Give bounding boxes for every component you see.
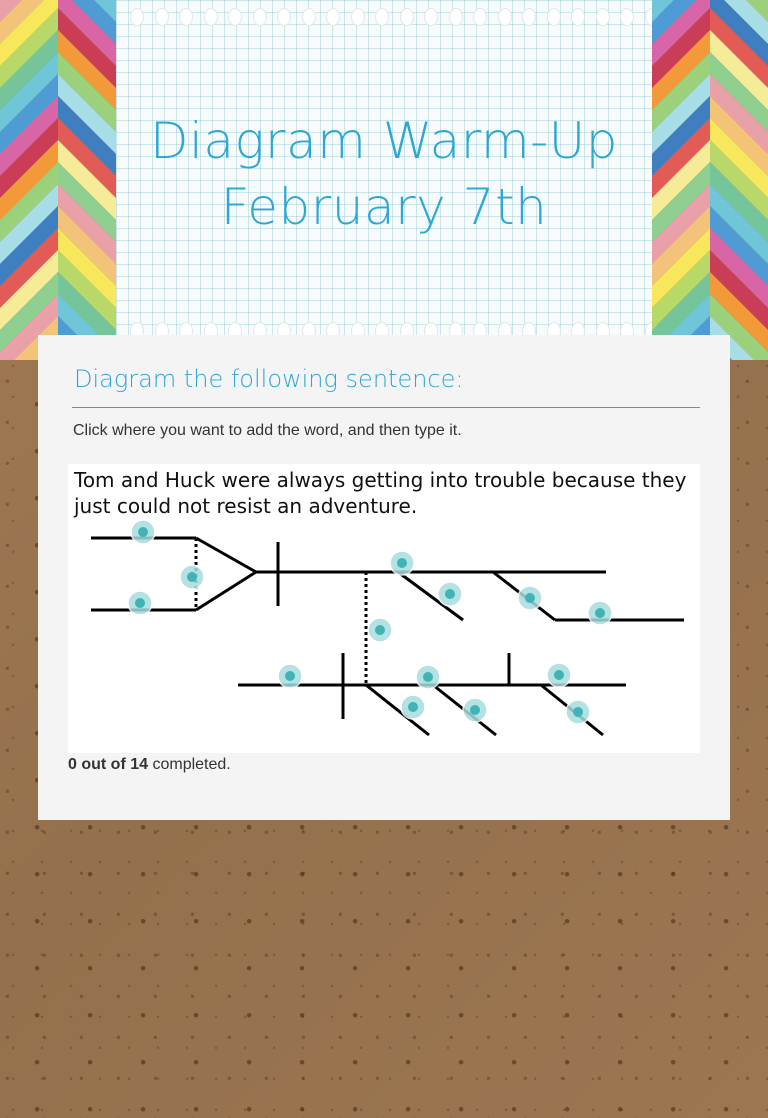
word-slot-14[interactable] [565, 699, 591, 725]
page-header: Diagram Warm-Up February 7th [0, 0, 768, 360]
notebook-hole [350, 8, 365, 26]
subject-fork-bottom [195, 570, 257, 612]
right-chevron-pattern [652, 0, 768, 360]
diagram-workspace: Tom and Huck were always getting into tr… [68, 464, 700, 753]
activity-instruction: Click where you want to add the word, an… [73, 422, 462, 439]
notebook-hole [473, 8, 487, 26]
notebook-hole [203, 8, 218, 26]
notebook-hole [571, 8, 585, 26]
notebook-hole [154, 8, 169, 26]
word-slot-5[interactable] [437, 581, 463, 607]
notebook-hole [620, 8, 634, 26]
notebook-hole [399, 8, 414, 26]
page-title-line2: February 7th [220, 178, 548, 236]
progress-count: 0 out of 14 [68, 756, 149, 773]
word-slot-2[interactable] [179, 564, 205, 590]
left-chevron-pattern [0, 0, 116, 360]
notebook-hole [595, 8, 610, 26]
word-slot-4[interactable] [389, 550, 415, 576]
heading-divider [72, 407, 700, 408]
sentence-diagram [91, 519, 684, 737]
notebook-hole [546, 8, 561, 26]
word-slot-11[interactable] [400, 694, 426, 720]
word-slot-3[interactable] [127, 590, 153, 616]
adverb-slant-line [397, 570, 464, 622]
notebook-hole [497, 8, 512, 26]
subject-fork-top [195, 536, 257, 574]
notebook-hole [277, 8, 291, 26]
notebook-holes-top [116, 8, 659, 28]
clause-slant-line-1 [365, 683, 430, 737]
word-slot-10[interactable] [415, 664, 441, 690]
activity-heading: Diagram the following sentence: [74, 365, 464, 393]
notebook-hole [228, 8, 242, 26]
word-slot-7[interactable] [587, 600, 613, 626]
sentence-text: Tom and Huck were always getting into tr… [74, 468, 687, 518]
page-title: Diagram Warm-Up February 7th [116, 108, 652, 240]
notebook-hole [179, 8, 193, 26]
word-slot-9[interactable] [277, 663, 303, 689]
activity-card: Diagram the following sentence: Click wh… [38, 335, 730, 820]
word-slot-6[interactable] [517, 585, 543, 611]
notebook-hole [326, 8, 340, 26]
notebook-hole [448, 8, 463, 26]
notebook-hole [424, 8, 438, 26]
progress-status: 0 out of 14 completed. [68, 756, 231, 774]
page-title-line1: Diagram Warm-Up [150, 112, 618, 170]
word-slot-13[interactable] [546, 662, 572, 688]
word-slot-1[interactable] [130, 519, 156, 545]
notebook-hole [130, 8, 144, 26]
word-slot-8[interactable] [367, 617, 393, 643]
progress-suffix: completed. [152, 756, 231, 773]
notebook-hole [301, 8, 316, 26]
word-slot-12[interactable] [462, 697, 488, 723]
notebook-hole [375, 8, 389, 26]
notebook-hole [522, 8, 536, 26]
notebook-hole [252, 8, 267, 26]
